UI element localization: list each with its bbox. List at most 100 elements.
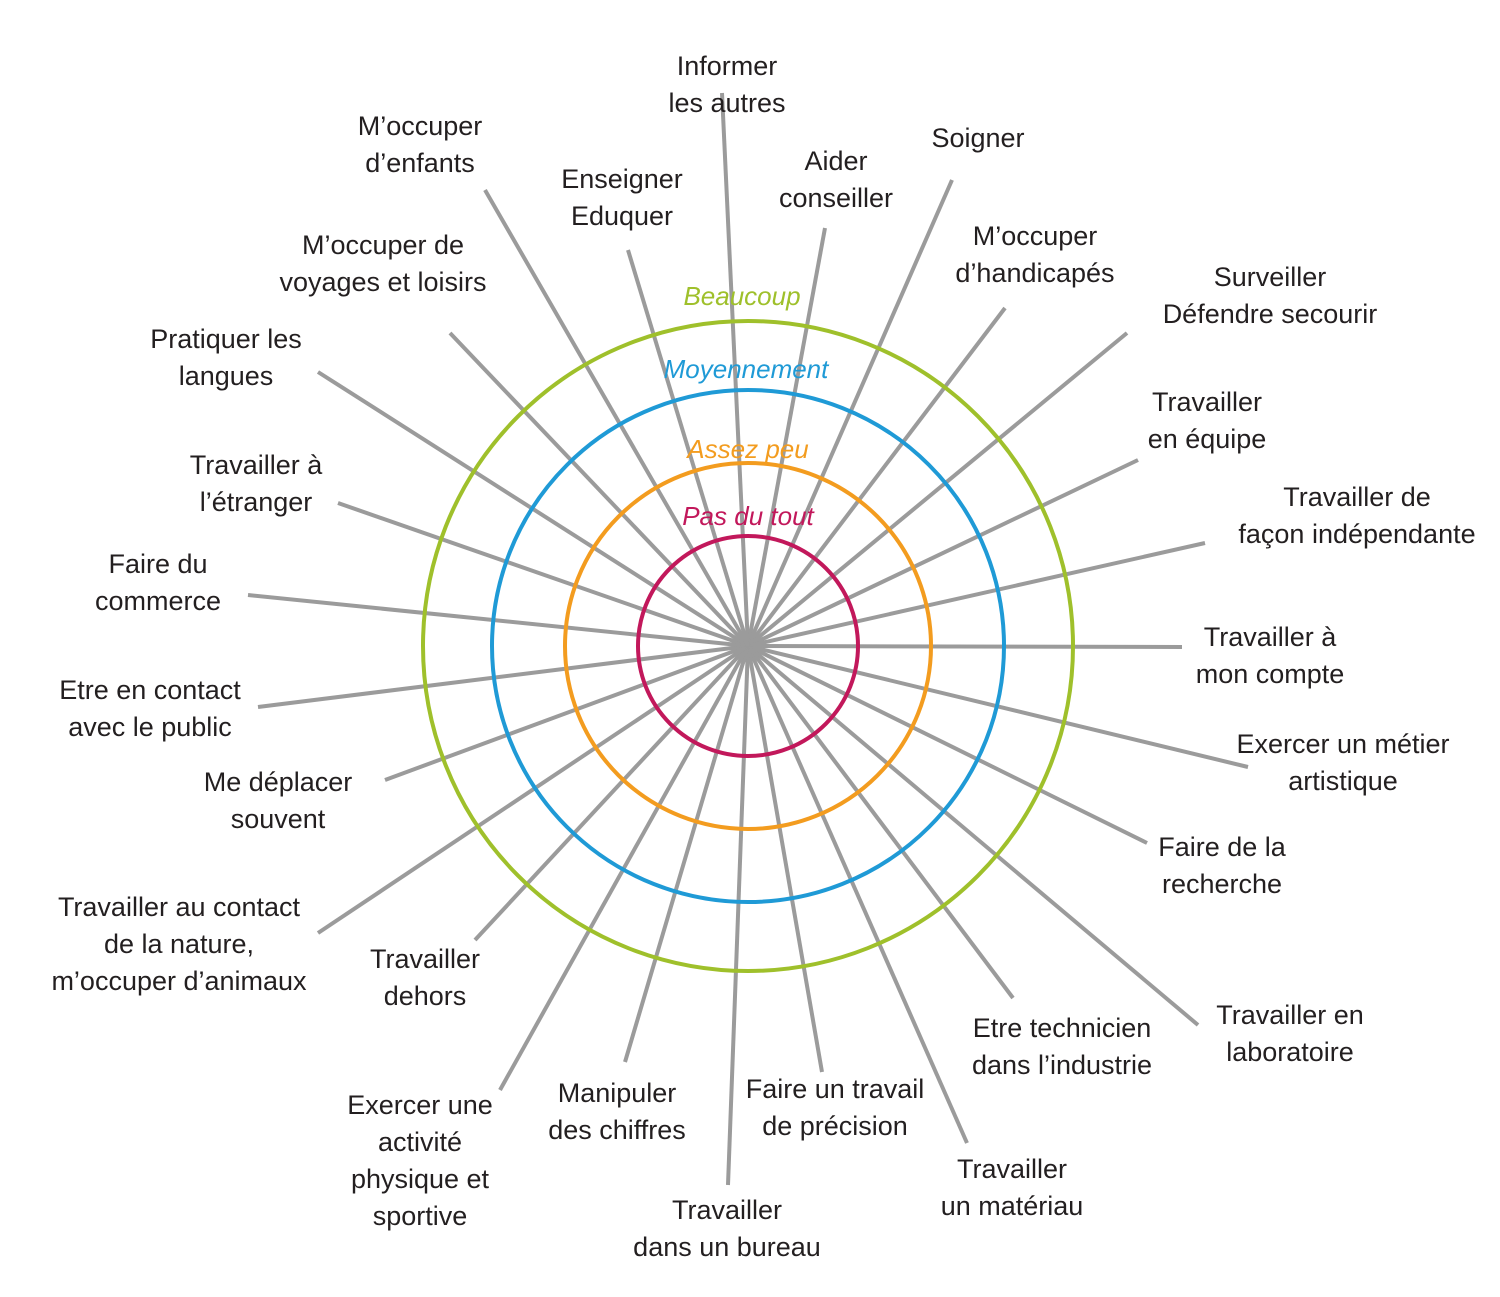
label-artistique-line-2: artistique	[1288, 766, 1398, 796]
label-enseigner-line-1: Enseigner	[561, 164, 683, 194]
spoke-chiffres	[623, 645, 750, 1063]
spoke-equipe	[747, 458, 1139, 648]
spoke-materiau	[746, 645, 969, 1144]
label-nature-line-2: de la nature,	[104, 929, 254, 959]
label-informer: Informer les autres	[668, 51, 785, 118]
label-materiau-line-2: un matériau	[941, 1191, 1084, 1221]
spoke-independante	[747, 541, 1206, 648]
label-equipe: Travailler en équipe	[1148, 387, 1267, 454]
label-bureau: Travailler dans un bureau	[633, 1195, 821, 1262]
label-handicapes-line-1: M’occuper	[973, 221, 1098, 251]
label-informer-line-1: Informer	[677, 51, 778, 81]
label-dehors-line-2: dehors	[384, 981, 467, 1011]
spoke-enfants	[483, 189, 750, 647]
spoke-dehors	[473, 644, 750, 942]
label-aider-line-2: conseiller	[779, 183, 893, 213]
label-artistique-line-1: Exercer un métier	[1236, 729, 1449, 759]
spoke-etranger	[337, 501, 749, 648]
spoke-enseigner	[626, 249, 750, 647]
spoke-nature	[316, 644, 750, 935]
label-enfants: M’occuper d’enfants	[358, 111, 483, 178]
label-equipe-line-1: Travailler	[1152, 387, 1262, 417]
label-bureau-line-2: dans un bureau	[633, 1232, 821, 1262]
label-compte-line-1: Travailler à	[1204, 622, 1338, 652]
label-public-line-1: Etre en contact	[59, 675, 241, 705]
label-handicapes-line-2: d’handicapés	[955, 258, 1114, 288]
spoke-handicapes	[746, 306, 1007, 648]
label-compte-line-2: mon compte	[1196, 659, 1345, 689]
label-deplacer-line-1: Me déplacer	[204, 767, 353, 797]
label-enseigner-line-2: Eduquer	[571, 201, 673, 231]
spoke-surveiller	[746, 331, 1129, 648]
label-laboratoire: Travailler en laboratoire	[1216, 1000, 1364, 1067]
label-physique-line-2: activité	[378, 1127, 462, 1157]
spoke-laboratoire	[746, 644, 1200, 1027]
label-langues-line-2: langues	[179, 361, 274, 391]
spoke-deplacer	[384, 644, 749, 782]
label-technicien: Etre technicien dans l’industrie	[972, 1013, 1152, 1080]
label-handicapes: M’occuper d’handicapés	[955, 221, 1114, 288]
spoke-recherche	[747, 644, 1148, 845]
label-soigner-line-1: Soigner	[931, 123, 1024, 153]
ring-level-4	[636, 534, 860, 758]
spoke-technicien	[746, 644, 1015, 1000]
label-laboratoire-line-2: laboratoire	[1226, 1037, 1354, 1067]
label-physique-line-3: physique et	[351, 1164, 490, 1194]
spoke-informer	[720, 92, 750, 647]
label-compte: Travailler à mon compte	[1196, 622, 1345, 689]
label-informer-line-2: les autres	[668, 88, 785, 118]
level-label-3: Assez peu	[685, 434, 808, 464]
label-dehors-line-1: Travailler	[370, 944, 480, 974]
ring-level-2	[490, 388, 1006, 904]
label-technicien-line-2: dans l’industrie	[972, 1050, 1152, 1080]
label-precision-line-2: de précision	[762, 1111, 908, 1141]
label-technicien-line-1: Etre technicien	[973, 1013, 1152, 1043]
label-precision-line-1: Faire un travail	[746, 1074, 925, 1104]
label-equipe-line-2: en équipe	[1148, 424, 1267, 454]
spoke-precision	[746, 645, 824, 1073]
label-bureau-line-1: Travailler	[672, 1195, 782, 1225]
label-recherche-line-2: recherche	[1162, 869, 1282, 899]
label-laboratoire-line-1: Travailler en	[1216, 1000, 1364, 1030]
label-commerce-line-1: Faire du	[108, 549, 207, 579]
spoke-compte	[747, 644, 1183, 649]
label-independante: Travailler de façon indépendante	[1238, 482, 1475, 549]
ring-level-3	[563, 461, 933, 831]
spoke-public	[257, 644, 749, 709]
label-langues: Pratiquer les langues	[150, 324, 302, 391]
label-recherche: Faire de la recherche	[1158, 832, 1287, 899]
label-physique-line-4: sportive	[373, 1201, 468, 1231]
label-soigner: Soigner	[931, 123, 1024, 153]
label-surveiller-line-2: Défendre secourir	[1163, 299, 1378, 329]
label-surveiller-line-1: Surveiller	[1214, 262, 1327, 292]
label-nature-line-3: m’occuper d’animaux	[51, 966, 307, 996]
label-independante-line-2: façon indépendante	[1238, 519, 1475, 549]
label-etranger: Travailler à l’étranger	[190, 450, 324, 517]
level-label-1: Beaucoup	[683, 281, 800, 311]
label-chiffres-line-2: des chiffres	[548, 1115, 686, 1145]
label-langues-line-1: Pratiquer les	[150, 324, 302, 354]
level-label-4: Pas du tout	[682, 501, 815, 531]
label-enfants-line-1: M’occuper	[358, 111, 483, 141]
label-enfants-line-2: d’enfants	[365, 148, 475, 178]
rings-group	[421, 319, 1075, 973]
label-artistique: Exercer un métier artistique	[1236, 729, 1449, 796]
label-recherche-line-1: Faire de la	[1158, 832, 1287, 862]
label-aider-line-1: Aider	[804, 146, 867, 176]
spoke-bureau	[726, 645, 750, 1186]
label-aider: Aider conseiller	[779, 146, 893, 213]
spoke-aider	[746, 227, 827, 647]
spoke-commerce	[247, 593, 749, 648]
label-etranger-line-2: l’étranger	[200, 487, 313, 517]
label-etranger-line-1: Travailler à	[190, 450, 324, 480]
label-independante-line-1: Travailler de	[1283, 482, 1431, 512]
